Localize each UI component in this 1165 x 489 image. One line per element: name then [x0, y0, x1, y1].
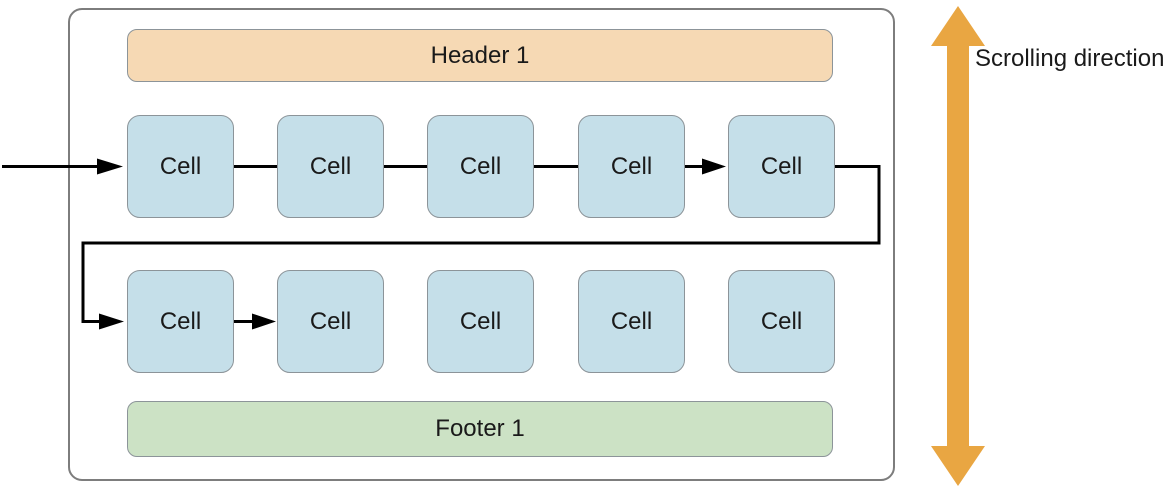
- header-supplementary-view: Header 1: [127, 29, 833, 82]
- cell-row2-5: Cell: [728, 270, 835, 373]
- cell-row1-4: Cell: [578, 115, 685, 218]
- cell-row2-4: Cell: [578, 270, 685, 373]
- cell-label: Cell: [760, 152, 803, 180]
- scrolling-direction-label: Scrolling direction: [975, 45, 1165, 72]
- cell-label: Cell: [610, 307, 653, 335]
- cell-label: Cell: [309, 152, 352, 180]
- cell-row2-2: Cell: [277, 270, 384, 373]
- scrolling-direction-arrow-icon: [931, 6, 985, 486]
- cell-label: Cell: [309, 307, 352, 335]
- footer-label: Footer 1: [435, 415, 525, 442]
- footer-supplementary-view: Footer 1: [127, 401, 833, 457]
- header-label: Header 1: [430, 41, 530, 69]
- cell-label: Cell: [459, 307, 502, 335]
- cell-label: Cell: [159, 152, 202, 180]
- collection-view-frame: [68, 8, 895, 481]
- cell-label: Cell: [760, 307, 803, 335]
- cell-row1-3: Cell: [427, 115, 534, 218]
- cell-row1-5: Cell: [728, 115, 835, 218]
- cell-label: Cell: [459, 152, 502, 180]
- cell-label: Cell: [610, 152, 653, 180]
- cell-label: Cell: [159, 307, 202, 335]
- cell-row1-2: Cell: [277, 115, 384, 218]
- cell-row1-1: Cell: [127, 115, 234, 218]
- cell-row2-1: Cell: [127, 270, 234, 373]
- cell-row2-3: Cell: [427, 270, 534, 373]
